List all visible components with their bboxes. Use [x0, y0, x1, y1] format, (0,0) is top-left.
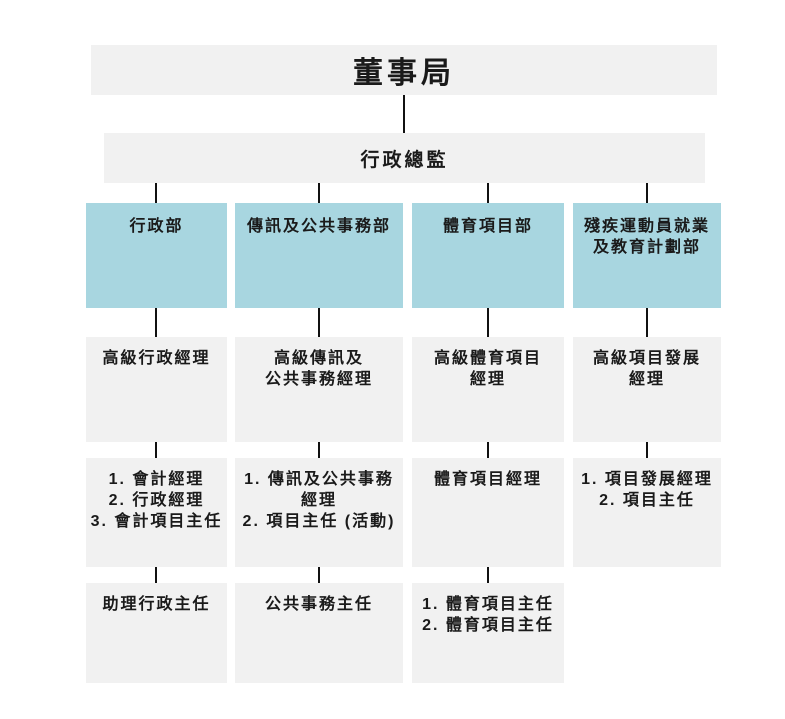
connector-manager-officer-2	[318, 567, 320, 583]
connector-ceo-dept-1	[155, 183, 157, 203]
connector-ceo-dept-4	[646, 183, 648, 203]
node-officer-admin: 助理行政主任	[86, 583, 227, 683]
connector-senior-manager-4	[646, 442, 648, 458]
node-managers-projects: 1. 項目發展經理 2. 項目主任	[573, 458, 721, 567]
connector-senior-manager-3	[487, 442, 489, 458]
connector-manager-officer-3	[487, 567, 489, 583]
node-department-communications: 傳訊及公共事務部	[235, 203, 403, 308]
connector-ceo-dept-3	[487, 183, 489, 203]
connector-dept-senior-4	[646, 308, 648, 337]
connector-dept-senior-3	[487, 308, 489, 337]
node-department-athlete-programs: 殘疾運動員就業 及教育計劃部	[573, 203, 721, 308]
node-senior-sports-manager: 高級體育項目 經理	[412, 337, 564, 442]
node-ceo: 行政總監	[104, 133, 705, 183]
node-managers-admin: 1. 會計經理 2. 行政經理 3. 會計項目主任	[86, 458, 227, 567]
node-managers-sports: 體育項目經理	[412, 458, 564, 567]
connector-dept-senior-1	[155, 308, 157, 337]
node-department-admin: 行政部	[86, 203, 227, 308]
node-managers-communications: 1. 傳訊及公共事務 經理 2. 項目主任 (活動)	[235, 458, 403, 567]
node-senior-admin-manager: 高級行政經理	[86, 337, 227, 442]
connector-ceo-dept-2	[318, 183, 320, 203]
node-senior-communications-manager: 高級傳訊及 公共事務經理	[235, 337, 403, 442]
node-officer-sports: 1. 體育項目主任 2. 體育項目主任	[412, 583, 564, 683]
node-department-sports: 體育項目部	[412, 203, 564, 308]
connector-manager-officer-1	[155, 567, 157, 583]
connector-board-ceo	[403, 95, 405, 133]
node-senior-project-manager: 高級項目發展 經理	[573, 337, 721, 442]
node-officer-public-affairs: 公共事務主任	[235, 583, 403, 683]
node-board: 董事局	[91, 45, 717, 95]
connector-dept-senior-2	[318, 308, 320, 337]
connector-senior-manager-1	[155, 442, 157, 458]
connector-senior-manager-2	[318, 442, 320, 458]
